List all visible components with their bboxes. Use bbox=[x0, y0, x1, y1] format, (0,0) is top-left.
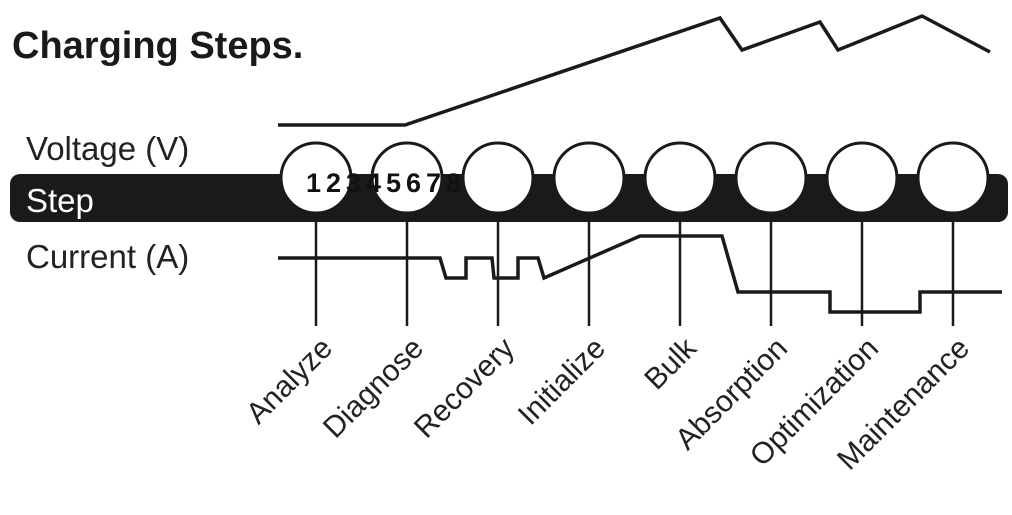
step-circle bbox=[916, 141, 990, 215]
step-number: 1 bbox=[306, 168, 321, 198]
step-number: 4 bbox=[366, 168, 381, 198]
step-circle bbox=[461, 141, 535, 215]
step-ticks bbox=[314, 222, 955, 326]
step-label: Step bbox=[26, 182, 94, 219]
step-name: Diagnose bbox=[317, 332, 430, 445]
step-circle bbox=[734, 141, 808, 215]
step-circle bbox=[370, 141, 444, 215]
step-circle bbox=[825, 141, 899, 215]
step-number: 8 bbox=[446, 168, 461, 198]
voltage-label: Voltage (V) bbox=[26, 130, 189, 167]
current-trace bbox=[278, 234, 1002, 314]
step-name: Initialize bbox=[512, 332, 612, 432]
step-name: Recovery bbox=[408, 332, 521, 445]
step-number: 3 bbox=[346, 168, 361, 198]
current-label: Current (A) bbox=[26, 238, 189, 275]
step-circles bbox=[279, 141, 990, 215]
step-number: 2 bbox=[326, 168, 341, 198]
page-title: Charging Steps. bbox=[12, 25, 303, 67]
voltage-trace bbox=[278, 14, 991, 127]
step-circle bbox=[279, 141, 353, 215]
step-number: 5 bbox=[386, 168, 401, 198]
step-circle bbox=[552, 141, 626, 215]
step-number: 7 bbox=[426, 168, 441, 198]
step-name: Bulk bbox=[638, 331, 703, 396]
step-number: 6 bbox=[406, 168, 421, 198]
step-circle bbox=[643, 141, 717, 215]
